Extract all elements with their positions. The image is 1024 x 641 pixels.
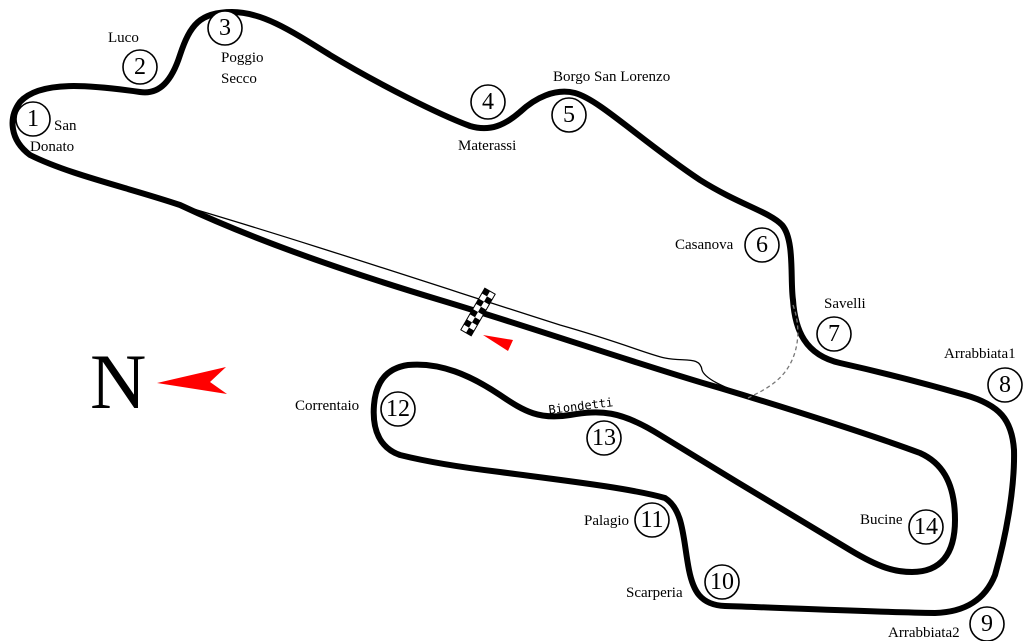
svg-text:8: 8 — [999, 372, 1011, 398]
corner-10: 10 Scarperia — [626, 564, 740, 601]
track-outline — [9, 9, 1018, 616]
north-label: N — [90, 338, 146, 425]
svg-text:4: 4 — [482, 89, 494, 115]
corner-13: 13 — [586, 420, 622, 456]
svg-text:Savelli: Savelli — [824, 296, 866, 312]
svg-text:Casanova: Casanova — [675, 237, 734, 253]
corner-14: 14 Bucine — [860, 509, 944, 545]
direction-arrow-icon — [483, 335, 513, 351]
svg-text:Bucine: Bucine — [860, 512, 903, 528]
svg-text:11: 11 — [640, 507, 663, 533]
svg-text:Secco: Secco — [221, 71, 257, 87]
svg-text:Correntaio: Correntaio — [295, 398, 359, 414]
service-road — [747, 304, 799, 399]
svg-text:Borgo San Lorenzo: Borgo San Lorenzo — [553, 69, 670, 85]
start-finish-line — [460, 287, 496, 337]
svg-text:Arrabbiata2: Arrabbiata2 — [888, 625, 960, 641]
north-arrow-icon — [157, 367, 227, 394]
svg-text:13: 13 — [592, 425, 616, 451]
svg-text:Luco: Luco — [108, 30, 139, 46]
corner-4: 4 Materassi — [458, 84, 516, 154]
svg-text:Poggio: Poggio — [221, 50, 264, 66]
corner-7: 7 Savelli — [816, 296, 866, 352]
svg-text:9: 9 — [981, 611, 993, 637]
svg-text:12: 12 — [386, 396, 410, 422]
svg-text:Arrabbiata1: Arrabbiata1 — [944, 346, 1016, 362]
pit-lane — [179, 204, 761, 401]
svg-text:Scarperia: Scarperia — [626, 585, 683, 601]
svg-text:Materassi: Materassi — [458, 138, 516, 154]
corner-8: 8 Arrabbiata1 — [944, 346, 1023, 403]
svg-text:7: 7 — [828, 321, 840, 347]
svg-text:10: 10 — [710, 569, 734, 595]
corner-2: 2 Luco — [108, 30, 158, 85]
svg-text:Donato: Donato — [30, 139, 74, 155]
svg-text:2: 2 — [134, 54, 146, 80]
svg-text:5: 5 — [563, 102, 575, 128]
svg-text:3: 3 — [219, 15, 231, 41]
svg-text:San: San — [54, 118, 77, 134]
corner-6: 6 Casanova — [675, 227, 780, 263]
corner-11: 11 Palagio — [584, 502, 670, 538]
corner-1: 1 San Donato — [15, 101, 77, 155]
svg-text:1: 1 — [27, 106, 39, 132]
svg-text:Palagio: Palagio — [584, 513, 629, 529]
corner-12: 12 Correntaio — [295, 391, 416, 427]
corner-9: 9 Arrabbiata2 — [888, 606, 1005, 641]
svg-text:6: 6 — [756, 232, 768, 258]
corner-5: 5 Borgo San Lorenzo — [551, 69, 670, 133]
svg-text:14: 14 — [914, 514, 938, 540]
corner-3: 3 Poggio Secco — [207, 10, 264, 87]
